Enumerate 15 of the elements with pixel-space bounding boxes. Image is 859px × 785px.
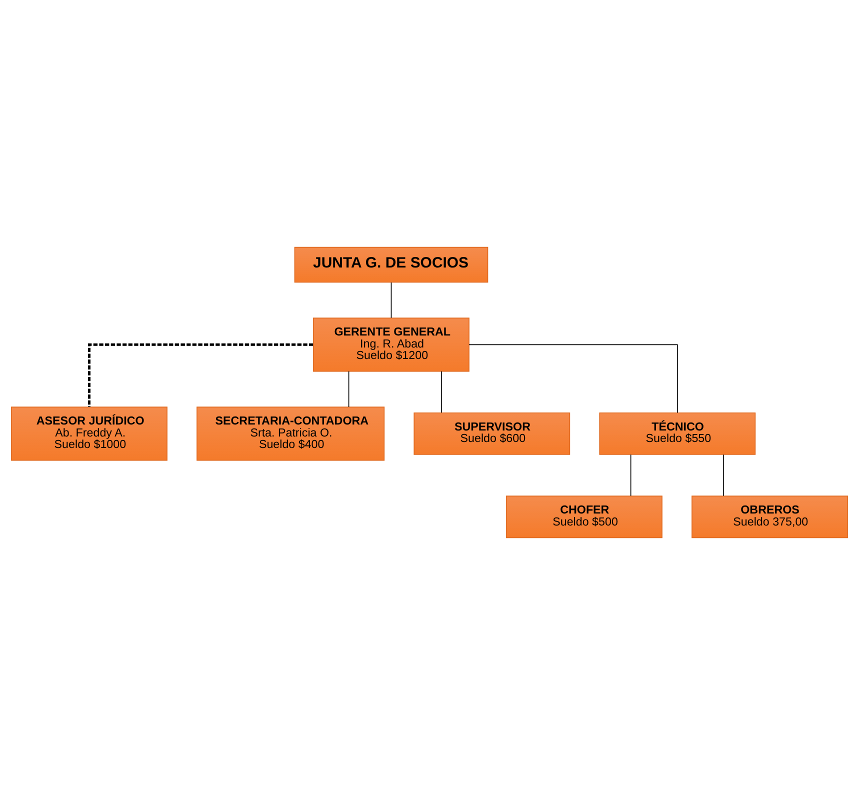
node-box: CHOFER Sueldo $500 <box>506 496 662 538</box>
node-box: SECRETARIA-CONTADORA Srta. Patricia O. Sueldo $400 <box>196 406 385 461</box>
node-box: SUPERVISOR Sueldo $600 <box>414 412 570 455</box>
node-box: JUNTA G. DE SOCIOS <box>294 246 488 283</box>
connector <box>390 282 392 318</box>
connector <box>630 454 632 496</box>
connector <box>348 370 350 408</box>
connector <box>468 344 678 414</box>
node-box: TÉCNICO Sueldo $550 <box>599 412 756 455</box>
connector <box>723 454 724 496</box>
connector <box>441 370 442 414</box>
node-box: GERENTE GENERAL Ing. R. Abad Sueldo $1200 <box>313 318 470 372</box>
connector <box>88 343 314 407</box>
node-box: ASESOR JURÍDICO Ab. Freddy A. Sueldo $1000 <box>11 406 168 461</box>
node-box: OBREROS Sueldo 375,00 <box>692 496 848 538</box>
